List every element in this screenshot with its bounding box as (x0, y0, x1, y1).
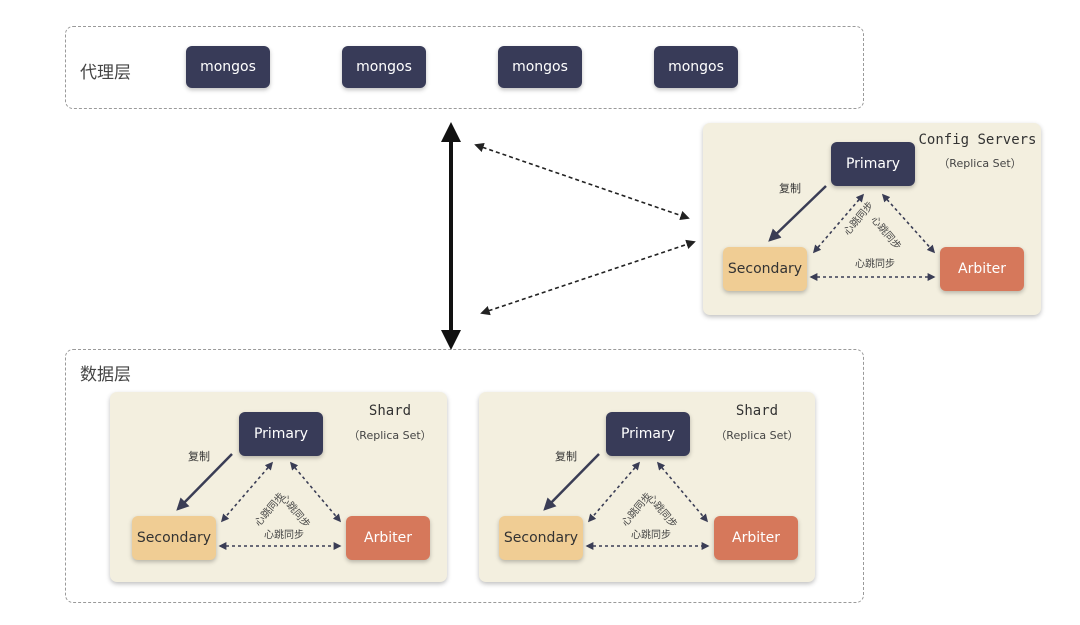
shard-secondary-node: Secondary (132, 516, 216, 560)
shard-arbiter-node: Arbiter (714, 516, 798, 560)
data-layer (65, 349, 864, 603)
shard-secondary-node: Secondary (499, 516, 583, 560)
config-secondary-node: Secondary (723, 247, 807, 291)
config-heartbeat-arrow (881, 193, 936, 254)
shard-primary-node: Primary (606, 412, 690, 456)
shard-heartbeat-label-bottom: 心跳同步 (264, 530, 304, 541)
shard-heartbeat-arrow (587, 461, 641, 523)
config-replicate-label: 复制 (779, 182, 801, 195)
mongos-node: mongos (498, 46, 582, 88)
data-config-arrow (480, 239, 696, 316)
shard-title: Shard (368, 403, 412, 419)
mongos-node: mongos (654, 46, 738, 88)
shard-replicate-arrow (543, 453, 600, 511)
shard-replicate-label: 复制 (188, 450, 210, 463)
mongos-node: mongos (342, 46, 426, 88)
config-servers-subtitle: （Replica Set） (938, 157, 1022, 170)
config-heartbeat-label-bottom: 心跳同步 (855, 259, 895, 270)
proxy-layer-title: 代理层 (80, 63, 131, 83)
config-heartbeat-arrow (812, 193, 865, 254)
shard-replicate-label: 复制 (555, 450, 577, 463)
proxy-layer (65, 26, 864, 109)
shard-arbiter-node: Arbiter (346, 516, 430, 560)
config-servers-title: Config Servers (918, 132, 1037, 148)
shard-replicate-arrow (176, 453, 233, 511)
config-primary-node: Primary (831, 142, 915, 186)
shard-primary-node: Primary (239, 412, 323, 456)
shard-subtitle: （Replica Set） (348, 429, 432, 442)
shard-heartbeat-arrow (656, 461, 709, 523)
config-arbiter-node: Arbiter (940, 247, 1024, 291)
data-layer-title: 数据层 (80, 365, 131, 385)
shard-subtitle: （Replica Set） (715, 429, 799, 442)
config-replicate-arrow (768, 185, 827, 242)
shard-title: Shard (735, 403, 779, 419)
shard-heartbeat-arrow (220, 461, 274, 523)
shard-heartbeat-label-bottom: 心跳同步 (631, 530, 671, 541)
mongos-node: mongos (186, 46, 270, 88)
shard-heartbeat-arrow (289, 461, 342, 523)
proxy-config-arrow (474, 142, 690, 221)
